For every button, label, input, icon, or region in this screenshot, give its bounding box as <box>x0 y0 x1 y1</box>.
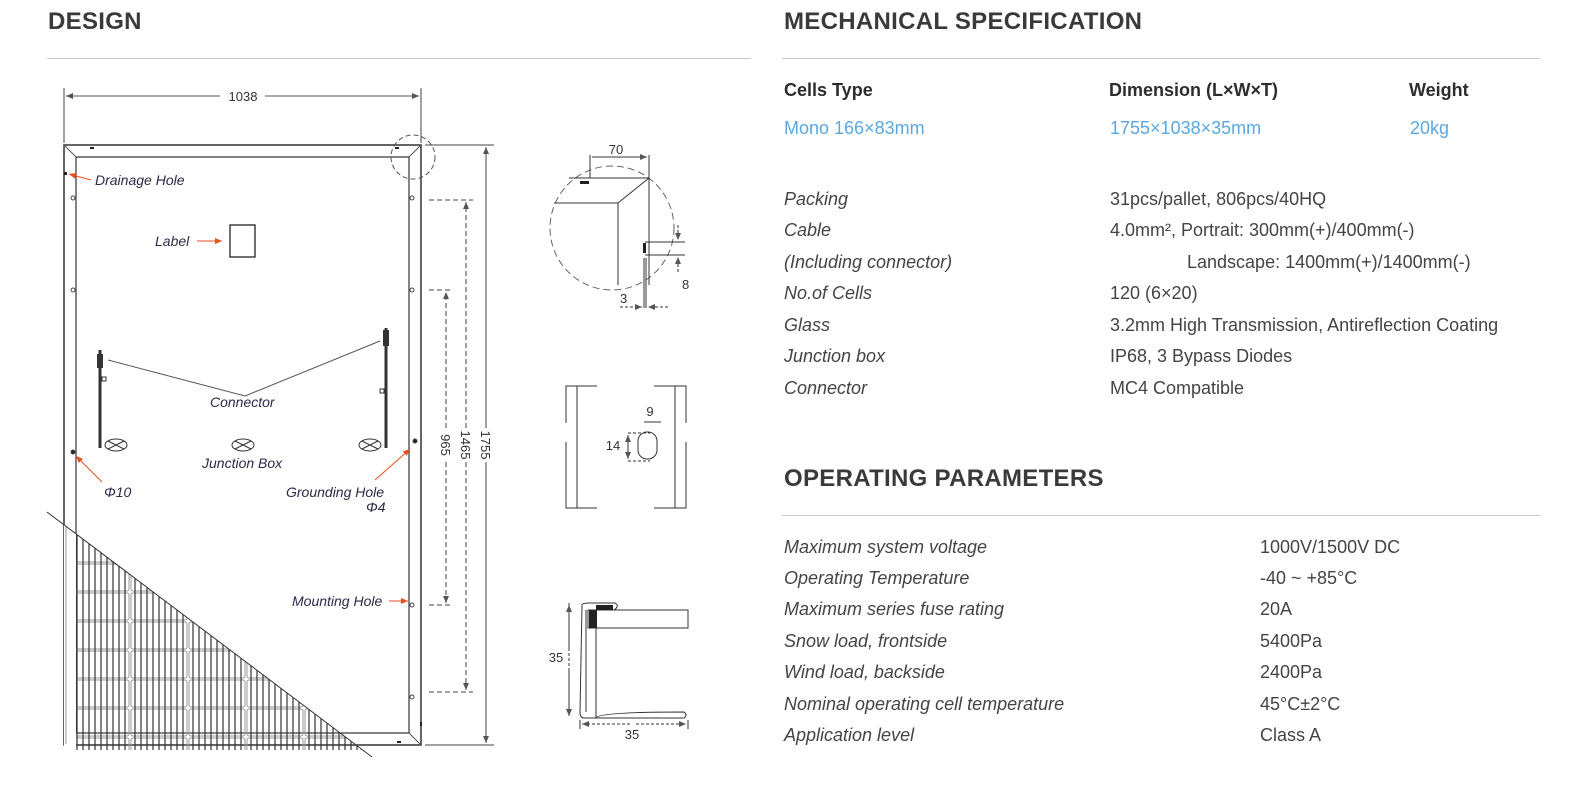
label-box <box>229 224 256 258</box>
junction-box-label: Junction Box <box>201 455 283 471</box>
drainage-hole <box>64 172 67 175</box>
corner-width-label: 70 <box>609 142 623 157</box>
length-dimensions <box>425 144 494 746</box>
callout-arrows <box>68 172 411 604</box>
spec-value: Landscape: 1400mm(+)/1400mm(-) <box>1187 252 1471 272</box>
frame-height-label: 35 <box>549 650 563 665</box>
param-value: 20A <box>1260 599 1293 619</box>
param-label: Wind load, backside <box>784 662 945 682</box>
dimension-header: Dimension (L×W×T) <box>1109 80 1279 100</box>
param-label: Maximum system voltage <box>784 537 988 557</box>
param-value: -40 ~ +85°C <box>1260 568 1358 588</box>
cells-type-value: Mono 166×83mm <box>784 118 925 138</box>
cells-type-header: Cells Type <box>784 80 873 100</box>
width-label: 1038 <box>229 89 258 104</box>
spec-label: (Including connector) <box>784 252 953 272</box>
design-divider <box>47 58 751 59</box>
mechanical-spec-heading: MECHANICAL SPECIFICATION <box>784 8 1143 35</box>
drainage-hole-label: Drainage Hole <box>95 172 185 188</box>
param-value: 45°C±2°C <box>1260 694 1341 714</box>
operating-divider <box>782 515 1540 516</box>
spec-value: 4.0mm², Portrait: 300mm(+)/400mm(-) <box>1110 220 1415 240</box>
param-value: 1000V/1500V DC <box>1260 537 1401 557</box>
corner-thickness-label: 3 <box>620 291 627 306</box>
spec-value: 120 (6×20) <box>1110 283 1198 303</box>
length-1755-label: 1755 <box>478 431 493 460</box>
junction-boxes <box>104 438 382 452</box>
param-value: 2400Pa <box>1260 662 1323 682</box>
param-label: Application level <box>784 725 915 745</box>
length-1465-label: 1465 <box>458 431 473 460</box>
mounting-hole-label: Mounting Hole <box>292 593 382 609</box>
spec-label: Glass <box>784 315 831 335</box>
spec-label: Packing <box>784 189 849 209</box>
grounding-hole-label: Grounding Hole <box>286 484 384 500</box>
mounting-holes <box>70 195 418 700</box>
spec-label: Cable <box>784 220 832 240</box>
phi4-label: Φ4 <box>366 499 386 515</box>
param-label: Nominal operating cell temperature <box>784 694 1065 714</box>
operating-parameters-heading: OPERATING PARAMETERS <box>784 465 1104 492</box>
param-label: Maximum series fuse rating <box>784 599 1005 619</box>
param-label: Snow load, frontside <box>784 631 948 651</box>
weight-value: 20kg <box>1410 118 1450 138</box>
panel-drawing: 1038 <box>46 88 689 758</box>
label-callout: Label <box>155 233 190 249</box>
spec-value: IP68, 3 Bypass Diodes <box>1110 346 1293 366</box>
connector-cables <box>97 328 389 448</box>
mounting-slot-detail <box>565 385 687 509</box>
width-dimension: 1038 <box>63 88 422 143</box>
phi10-label: Φ10 <box>104 484 132 500</box>
corner-detail <box>549 154 685 310</box>
frame-width-label: 35 <box>625 727 639 742</box>
mechanical-divider <box>782 58 1540 59</box>
spec-label: No.of Cells <box>784 283 873 303</box>
spec-value: MC4 Compatible <box>1110 378 1245 398</box>
slot-width-label: 9 <box>646 404 653 419</box>
spec-label: Connector <box>784 378 868 398</box>
corner-detail-marker <box>390 134 436 180</box>
param-value: 5400Pa <box>1260 631 1323 651</box>
param-label: Operating Temperature <box>784 568 970 588</box>
spec-label: Junction box <box>784 346 886 366</box>
weight-header: Weight <box>1409 80 1469 100</box>
param-value: Class A <box>1260 725 1322 745</box>
corner-gap-label: 8 <box>682 277 689 292</box>
length-965-label: 965 <box>438 434 453 456</box>
dimension-value: 1755×1038×35mm <box>1110 118 1262 138</box>
solar-cells-cutaway <box>46 511 373 758</box>
slot-height-label: 14 <box>606 438 620 453</box>
design-heading: DESIGN <box>48 8 142 35</box>
spec-value: 3.2mm High Transmission, Antireflection … <box>1110 315 1499 335</box>
frame-profile-detail <box>566 602 689 729</box>
connector-label: Connector <box>210 394 276 410</box>
spec-value: 31pcs/pallet, 806pcs/40HQ <box>1110 189 1327 209</box>
